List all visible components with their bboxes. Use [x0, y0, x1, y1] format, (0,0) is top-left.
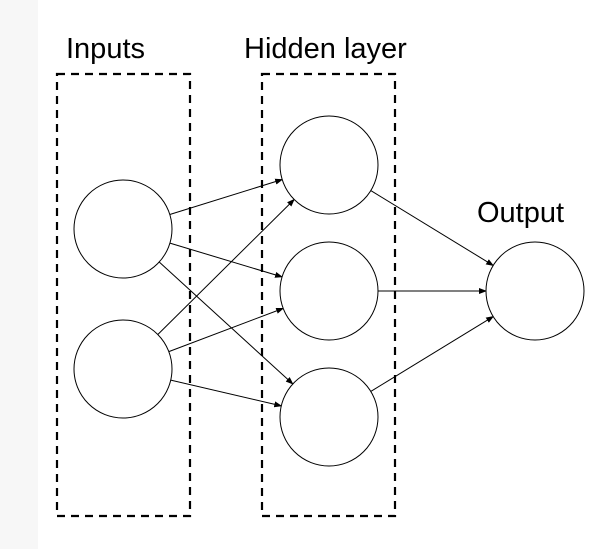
left-margin-strip [0, 0, 38, 549]
edge-in-1-to-h-2 [169, 242, 284, 278]
edge-in-2-to-h-1 [157, 198, 295, 335]
edge-h-1-to-out-1 [370, 190, 495, 266]
node-in-1 [73, 179, 173, 279]
node-h-3 [279, 367, 379, 467]
edge-in-2-to-h-2 [168, 307, 285, 353]
edge-in-1-to-h-3 [158, 261, 294, 385]
layer-box-inputs [55, 72, 192, 518]
node-out-1 [485, 241, 585, 341]
layer-label-output: Output [477, 197, 564, 229]
edge-in-1-to-h-1 [169, 178, 284, 215]
node-in-2 [73, 319, 173, 419]
layer-label-hidden: Hidden layer [244, 33, 407, 65]
node-h-2 [279, 241, 379, 341]
edge-in-2-to-h-3 [170, 379, 283, 408]
layer-box-hidden [260, 72, 397, 518]
node-h-1 [279, 115, 379, 215]
layer-label-inputs: Inputs [66, 33, 145, 65]
edge-h-3-to-out-1 [370, 316, 495, 392]
